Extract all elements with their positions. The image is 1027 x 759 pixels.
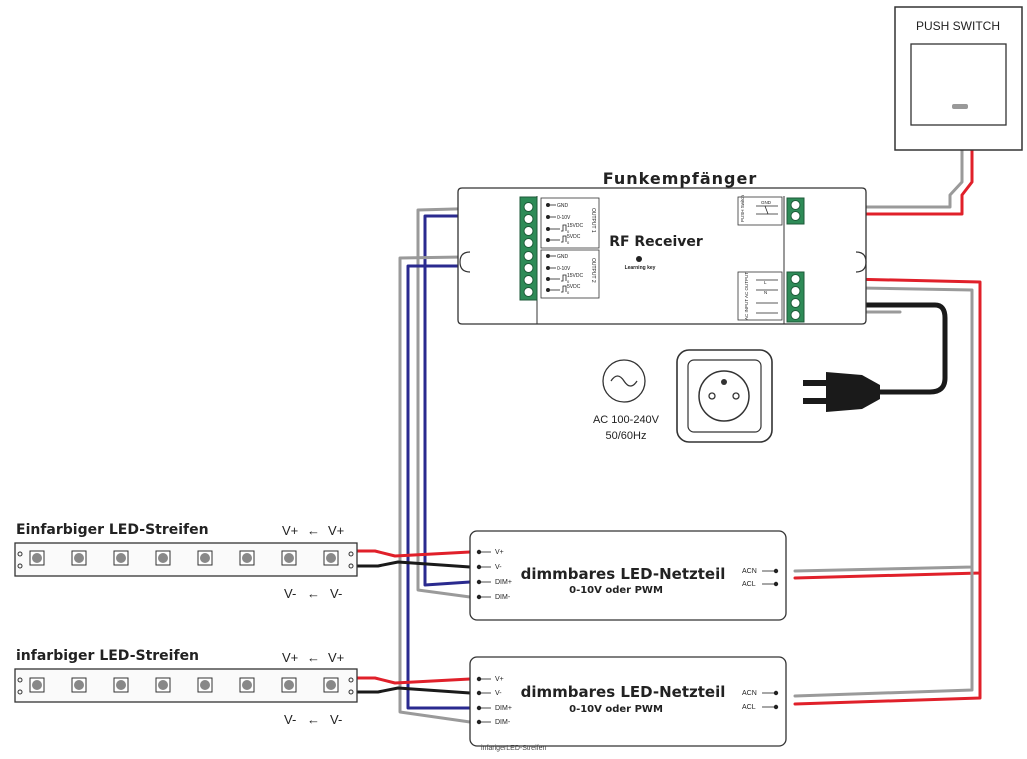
svg-text:ACN: ACN: [742, 690, 757, 697]
strip2-minus-label-right: V-: [330, 712, 342, 727]
wire-push-switch-red: [803, 148, 974, 216]
wire-strip1-black: [354, 560, 472, 569]
strip1-plus-label-left: V+: [282, 523, 298, 538]
svg-text:0-10V: 0-10V: [557, 215, 571, 221]
strip1-body: [14, 542, 358, 577]
output1-panel: GND 0-10V 15VDC 0 5VDC 0 OUTPUT 1: [540, 197, 600, 249]
svg-text:V-: V-: [495, 690, 502, 697]
svg-text:0: 0: [567, 279, 570, 284]
wire-ac-out-grey-2: [793, 565, 974, 698]
learning-key-label: Learning key: [625, 265, 656, 271]
strip1-title: Einfarbiger LED-Streifen: [16, 522, 209, 538]
led-driver-1: V+ V- DIM+ DIM- dimmbares LED-Netzteil 0…: [469, 530, 787, 621]
driver1-title: dimmbares LED-Netzteil: [521, 565, 726, 583]
receiver-housing: [457, 187, 867, 325]
svg-text:0-10V: 0-10V: [557, 266, 571, 272]
footer-caption: infarigerLED-Streifen: [481, 745, 546, 752]
receiver-title: Funkempfänger: [603, 169, 757, 188]
led-driver-2: V+ V- DIM+ DIM- dimmbares LED-Netzteil 0…: [469, 656, 787, 747]
wire-ac-out-red-2: [793, 571, 982, 706]
rf-receiver: Funkempfänger GND 0-10V 15VDC 0: [457, 169, 867, 325]
ac-frequency-label: 50/60Hz: [606, 430, 647, 442]
svg-text:V+: V+: [495, 676, 504, 683]
svg-text:GND: GND: [557, 203, 569, 209]
wire-strip1-red: [354, 549, 472, 558]
svg-text:PUSH Switch: PUSH Switch: [740, 194, 745, 222]
svg-text:GND: GND: [557, 254, 569, 260]
wire-mains-black: [802, 299, 948, 395]
mount-ear-right-icon: [855, 251, 867, 273]
led-strip-2: infarbiger LED-Streifen V+ ← V+ V- ← V-: [14, 648, 358, 727]
driver2-subtitle: 0-10V oder PWM: [569, 704, 663, 715]
push-switch-indicator-icon: [952, 104, 968, 109]
svg-text:DIM-: DIM-: [495, 719, 511, 726]
push-switch-terminal: PUSH Switch GND: [737, 194, 805, 226]
strip2-plus-label-left: V+: [282, 650, 298, 665]
strip2-plus-label-right: V+: [328, 650, 344, 665]
svg-text:N: N: [764, 290, 767, 295]
svg-text:ACL: ACL: [742, 581, 756, 588]
strip1-minus-label-right: V-: [330, 586, 342, 601]
strip1-arrow-minus-icon: ←: [307, 586, 320, 601]
receiver-model-label: RF Receiver: [609, 234, 703, 250]
socket-face-icon: [698, 370, 750, 422]
svg-text:15VDC: 15VDC: [567, 223, 584, 229]
driver1-subtitle: 0-10V oder PWM: [569, 585, 663, 596]
ac-terminal: AC OUTPUT AC INPUT L N: [737, 271, 805, 323]
svg-text:DIM+: DIM+: [495, 705, 512, 712]
ac-source: AC 100-240V 50/60Hz: [593, 359, 660, 442]
driver1-body: [469, 530, 787, 621]
learning-key-button[interactable]: [636, 256, 642, 262]
push-switch-plate: [910, 43, 1007, 126]
svg-text:OUTPUT 1: OUTPUT 1: [590, 208, 596, 233]
svg-text:0: 0: [567, 240, 570, 245]
led-strip-1: Einfarbiger LED-Streifen V+ ← V+ V- ← V-: [14, 522, 358, 601]
output-terminal-block: [519, 196, 538, 301]
svg-text:V+: V+: [495, 549, 504, 556]
svg-text:0: 0: [567, 229, 570, 234]
wall-socket: [676, 349, 773, 443]
strip1-minus-label-left: V-: [284, 586, 296, 601]
output2-panel: GND 0-10V 15VDC 0 5VDC 0 OUTPUT 2: [540, 249, 600, 299]
wire-strip2-black: [354, 686, 472, 695]
svg-text:V-: V-: [495, 564, 502, 571]
wire-push-switch-grey: [803, 148, 964, 209]
strip1-arrow-plus-icon: ←: [307, 523, 320, 538]
svg-text:15VDC: 15VDC: [567, 273, 584, 279]
wire-ac-out-grey: [793, 285, 974, 573]
svg-text:0: 0: [567, 290, 570, 295]
driver2-title: dimmbares LED-Netzteil: [521, 683, 726, 701]
ac-voltage-label: AC 100-240V: [593, 414, 660, 426]
svg-text:5VDC: 5VDC: [567, 284, 581, 290]
push-switch: PUSH SWITCH: [894, 6, 1023, 151]
strip1-plus-label-right: V+: [328, 523, 344, 538]
svg-text:AC INPUT: AC INPUT: [744, 299, 749, 320]
svg-text:DIM-: DIM-: [495, 594, 511, 601]
strip2-leds: [29, 677, 339, 693]
svg-text:ACL: ACL: [742, 704, 756, 711]
driver2-body: [469, 656, 787, 747]
strip2-arrow-minus-icon: ←: [307, 712, 320, 727]
strip2-minus-label-left: V-: [284, 712, 296, 727]
mains-plug-icon: [803, 372, 880, 412]
wire-ac-out-red: [793, 276, 982, 580]
strip2-body: [14, 668, 358, 703]
svg-text:5VDC: 5VDC: [567, 234, 581, 240]
strip2-arrow-plus-icon: ←: [307, 650, 320, 665]
svg-text:L: L: [764, 280, 767, 285]
strip2-title: infarbiger LED-Streifen: [16, 648, 199, 664]
svg-text:AC OUTPUT: AC OUTPUT: [744, 272, 749, 298]
strip1-leds: [29, 550, 339, 566]
svg-text:DIM+: DIM+: [495, 579, 512, 586]
svg-text:GND: GND: [761, 200, 772, 205]
push-switch-label: PUSH SWITCH: [916, 19, 1000, 33]
svg-text:ACN: ACN: [742, 568, 757, 575]
mount-ear-left-icon: [459, 251, 471, 273]
svg-text:OUTPUT 2: OUTPUT 2: [590, 258, 596, 283]
wire-strip2-red: [354, 676, 472, 685]
